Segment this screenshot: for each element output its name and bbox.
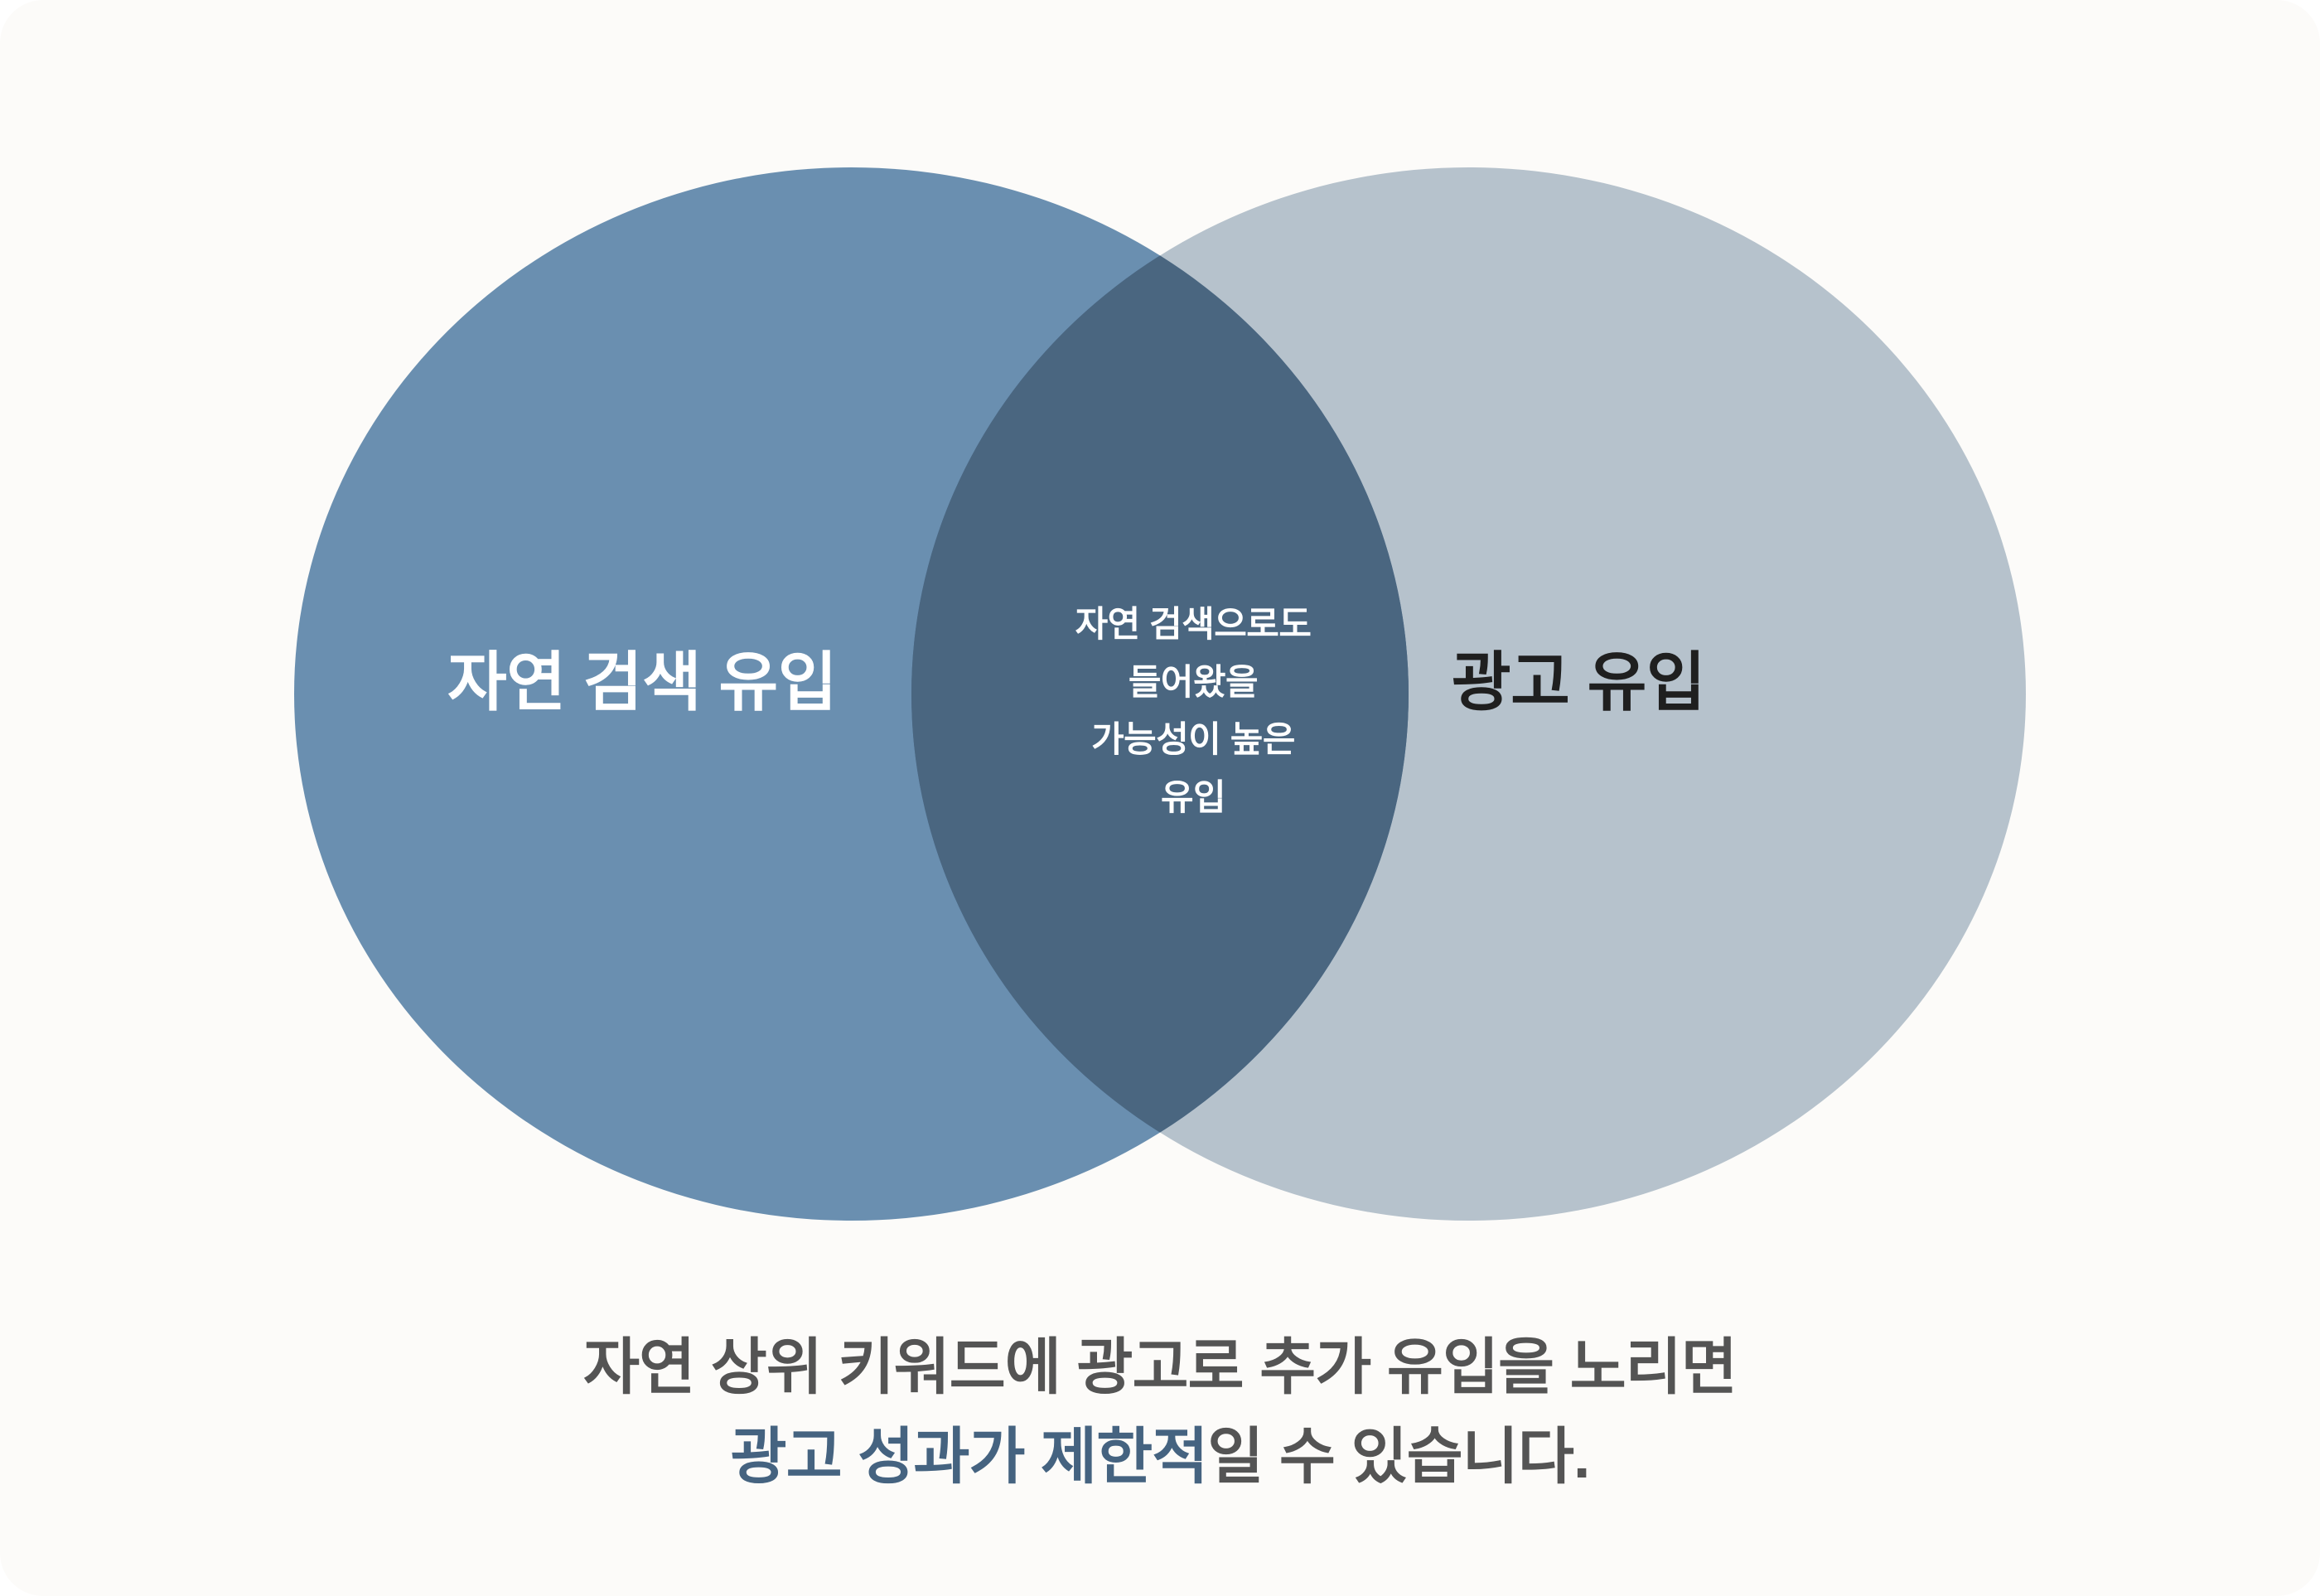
venn-intersection-label: 자연 검색으로도 들어왔을 가능성이 높은 유입 [982,597,1404,828]
intersection-line-3: 가능성이 높은 [1091,720,1295,761]
venn-diagram: 자연 검색 유입 광고 유입 자연 검색으로도 들어왔을 가능성이 높은 유입 [294,167,2026,1221]
caption-line-2-rest: 일 수 있습니다. [1207,1422,1590,1492]
venn-label-organic-search: 자연 검색 유입 [447,646,837,718]
intersection-line-4: 유입 [1160,777,1226,818]
diagram-caption: 자연 상위 키워드에 광고로 추가 유입을 노리면 광고 성과가 제한적일 수 … [0,1323,2320,1502]
intersection-line-2: 들어왔을 [1128,662,1259,703]
caption-line-1: 자연 상위 키워드에 광고로 추가 유입을 노리면 [583,1332,1738,1401]
caption-line-2: 광고 성과가 제한적일 수 있습니다. [0,1412,2320,1502]
caption-highlight: 광고 성과가 제한적 [730,1422,1209,1492]
venn-label-advertising: 광고 유입 [1451,646,1706,718]
intersection-line-1: 자연 검색으로도 [1075,605,1312,645]
venn-intersection-region [911,167,2026,1221]
